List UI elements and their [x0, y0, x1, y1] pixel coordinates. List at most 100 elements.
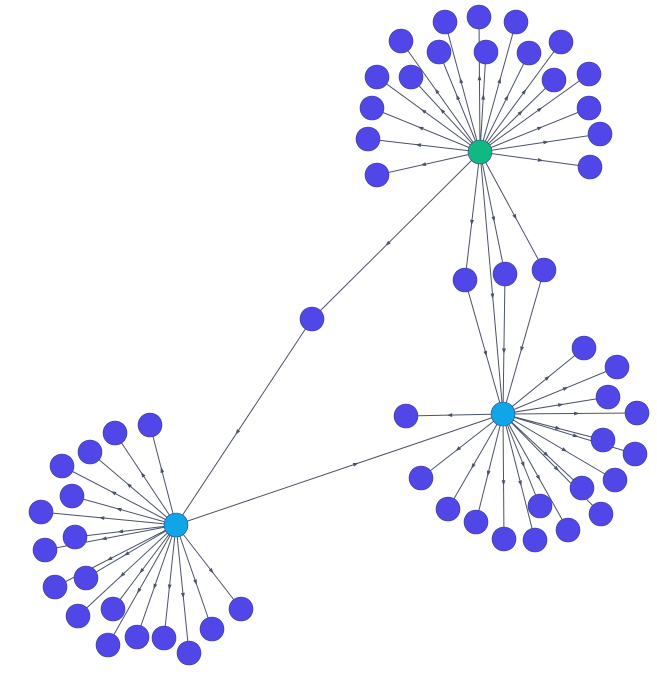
hub-blue-right-node[interactable] [490, 401, 516, 427]
leaf-node[interactable] [28, 499, 54, 525]
leaf-node[interactable] [503, 9, 529, 35]
leaf-node[interactable] [95, 632, 121, 658]
edge-hub-blue-left-leaf [163, 524, 177, 639]
edge-arrowhead [117, 529, 124, 534]
leaf-node[interactable] [398, 64, 424, 90]
edge-arrowhead [193, 579, 197, 586]
leaf-node[interactable] [491, 526, 517, 552]
leaf-node[interactable] [622, 441, 648, 467]
leaf-node[interactable] [432, 9, 458, 35]
leaf-node[interactable] [604, 354, 630, 380]
leaf-node[interactable] [548, 29, 574, 55]
leaf-node[interactable] [531, 257, 557, 283]
leaf-node[interactable] [577, 154, 603, 180]
leaf-node[interactable] [393, 403, 419, 429]
leaf-node[interactable] [492, 261, 518, 287]
leaf-node-circle [541, 67, 567, 93]
leaf-node[interactable] [435, 496, 461, 522]
leaf-node-circle [604, 354, 630, 380]
leaf-node[interactable] [151, 625, 177, 651]
leaf-node[interactable] [426, 39, 452, 65]
edge-arrowhead [520, 346, 524, 353]
edge-hub-green-leaf [376, 76, 481, 153]
leaf-node[interactable] [569, 475, 595, 501]
leaf-node[interactable] [571, 335, 597, 361]
leaf-node-circle [199, 616, 225, 642]
edge-arrowhead [235, 429, 241, 435]
leaf-node[interactable] [516, 40, 542, 66]
leaf-node-circle [463, 509, 489, 535]
edge-arrowhead [518, 480, 522, 487]
leaf-node[interactable] [137, 412, 163, 438]
leaf-node-circle [355, 126, 381, 152]
leaf-node[interactable] [59, 483, 85, 509]
leaf-node[interactable] [624, 400, 650, 426]
leaf-node[interactable] [42, 574, 68, 600]
hub-green-node[interactable] [467, 139, 493, 165]
leaf-node[interactable] [595, 384, 621, 410]
edge-arrowhead [126, 482, 132, 488]
leaf-node[interactable] [463, 509, 489, 535]
leaf-node[interactable] [364, 162, 390, 188]
leaf-node[interactable] [364, 64, 390, 90]
leaf-node[interactable] [32, 537, 58, 563]
leaf-node[interactable] [77, 439, 103, 465]
edge-hub-blue-left-leaf [40, 511, 177, 526]
leaf-node[interactable] [588, 501, 614, 527]
edge-intermediate-to-left [175, 318, 313, 526]
node-layer [28, 4, 650, 666]
leaf-node[interactable] [541, 67, 567, 93]
leaf-node[interactable] [73, 565, 99, 591]
edge-hub-green-leaf [479, 41, 562, 153]
leaf-node[interactable] [576, 61, 602, 87]
edge-hub-blue-left-leaf [71, 495, 177, 526]
edge-hub-blue-right-leaf [502, 413, 536, 541]
edge-hub-green-leaf [444, 21, 481, 153]
edge-arrowhead [106, 556, 113, 561]
intermediate-node[interactable] [299, 306, 325, 332]
leaf-node[interactable] [452, 267, 478, 293]
leaf-node-circle [388, 28, 414, 54]
leaf-node-circle [49, 453, 75, 479]
edge-hub-blue-right-leaf [502, 412, 638, 415]
leaf-node-circle [59, 483, 85, 509]
edge-hub-blue-left-leaf [112, 524, 177, 610]
edge-arrowhead [115, 507, 122, 512]
edge-hub-blue-left-leaf [89, 451, 177, 526]
leaf-node[interactable] [587, 121, 613, 147]
leaf-node[interactable] [527, 493, 553, 519]
leaf-node[interactable] [176, 640, 202, 666]
hub-blue-left-node[interactable] [163, 512, 189, 538]
edge-arrowhead [137, 587, 142, 594]
leaf-node[interactable] [228, 596, 254, 622]
edge-hub-blue-right-leaf [502, 396, 609, 415]
leaf-node[interactable] [100, 596, 126, 622]
leaf-node-circle [473, 39, 499, 65]
leaf-node[interactable] [65, 603, 91, 629]
leaf-node[interactable] [359, 95, 385, 121]
leaf-node[interactable] [199, 616, 225, 642]
leaf-node[interactable] [408, 465, 434, 491]
edge-arrowhead [98, 516, 105, 520]
leaf-node[interactable] [473, 39, 499, 65]
leaf-node[interactable] [388, 28, 414, 54]
leaf-node[interactable] [102, 420, 128, 446]
leaf-node-circle [555, 517, 581, 543]
edge-arrowhead [490, 293, 495, 300]
leaf-node[interactable] [49, 453, 75, 479]
edge-hub-green-leaf [438, 51, 481, 153]
leaf-node[interactable] [124, 624, 150, 650]
edge-hub-blue-left-leaf [136, 524, 177, 638]
leaf-node[interactable] [466, 4, 492, 30]
edge-arrowhead [119, 571, 126, 578]
leaf-node-circle [151, 625, 177, 651]
leaf-node[interactable] [355, 126, 381, 152]
leaf-node[interactable] [62, 524, 88, 550]
leaf-node[interactable] [522, 527, 548, 553]
leaf-node[interactable] [602, 467, 628, 493]
leaf-node[interactable] [555, 517, 581, 543]
leaf-node[interactable] [590, 427, 616, 453]
edge-arrowhead [100, 536, 107, 541]
edge-hub-green-leaf [464, 151, 481, 281]
leaf-node[interactable] [576, 95, 602, 121]
